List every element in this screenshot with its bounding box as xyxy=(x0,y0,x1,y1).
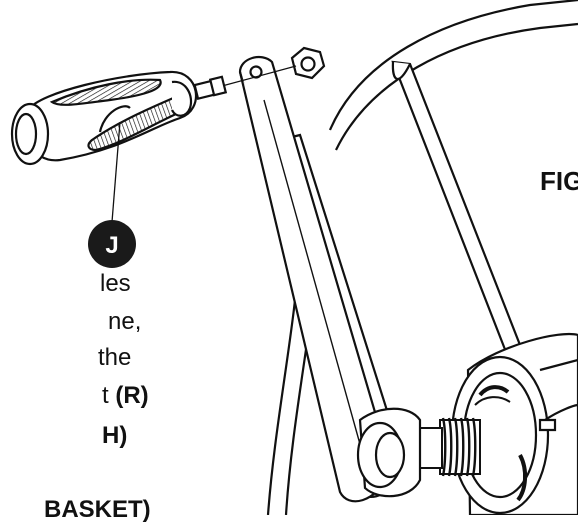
instruction-text-line-3: the xyxy=(98,344,132,371)
crank-collar xyxy=(356,407,422,498)
callout-letter: J xyxy=(105,232,118,259)
callout-leader xyxy=(111,121,121,223)
instruction-text-line-6: BASKET) xyxy=(44,496,151,523)
callout-badge xyxy=(88,220,136,268)
instruction-text-line-4-plain: t xyxy=(102,382,116,409)
instruction-text-line-1: les xyxy=(100,270,131,297)
instruction-text-line-4-bold: (R) xyxy=(115,382,149,409)
hex-nut xyxy=(290,46,326,80)
crank-arm xyxy=(238,55,394,503)
crank-handle xyxy=(10,70,228,166)
instruction-text-line-2: ne, xyxy=(108,308,142,335)
instruction-text-line-4: t (R) xyxy=(102,384,149,408)
instruction-text-line-5: H) xyxy=(102,422,128,449)
figure-label: FIG xyxy=(540,166,578,196)
assembly-guide-line xyxy=(221,65,297,87)
